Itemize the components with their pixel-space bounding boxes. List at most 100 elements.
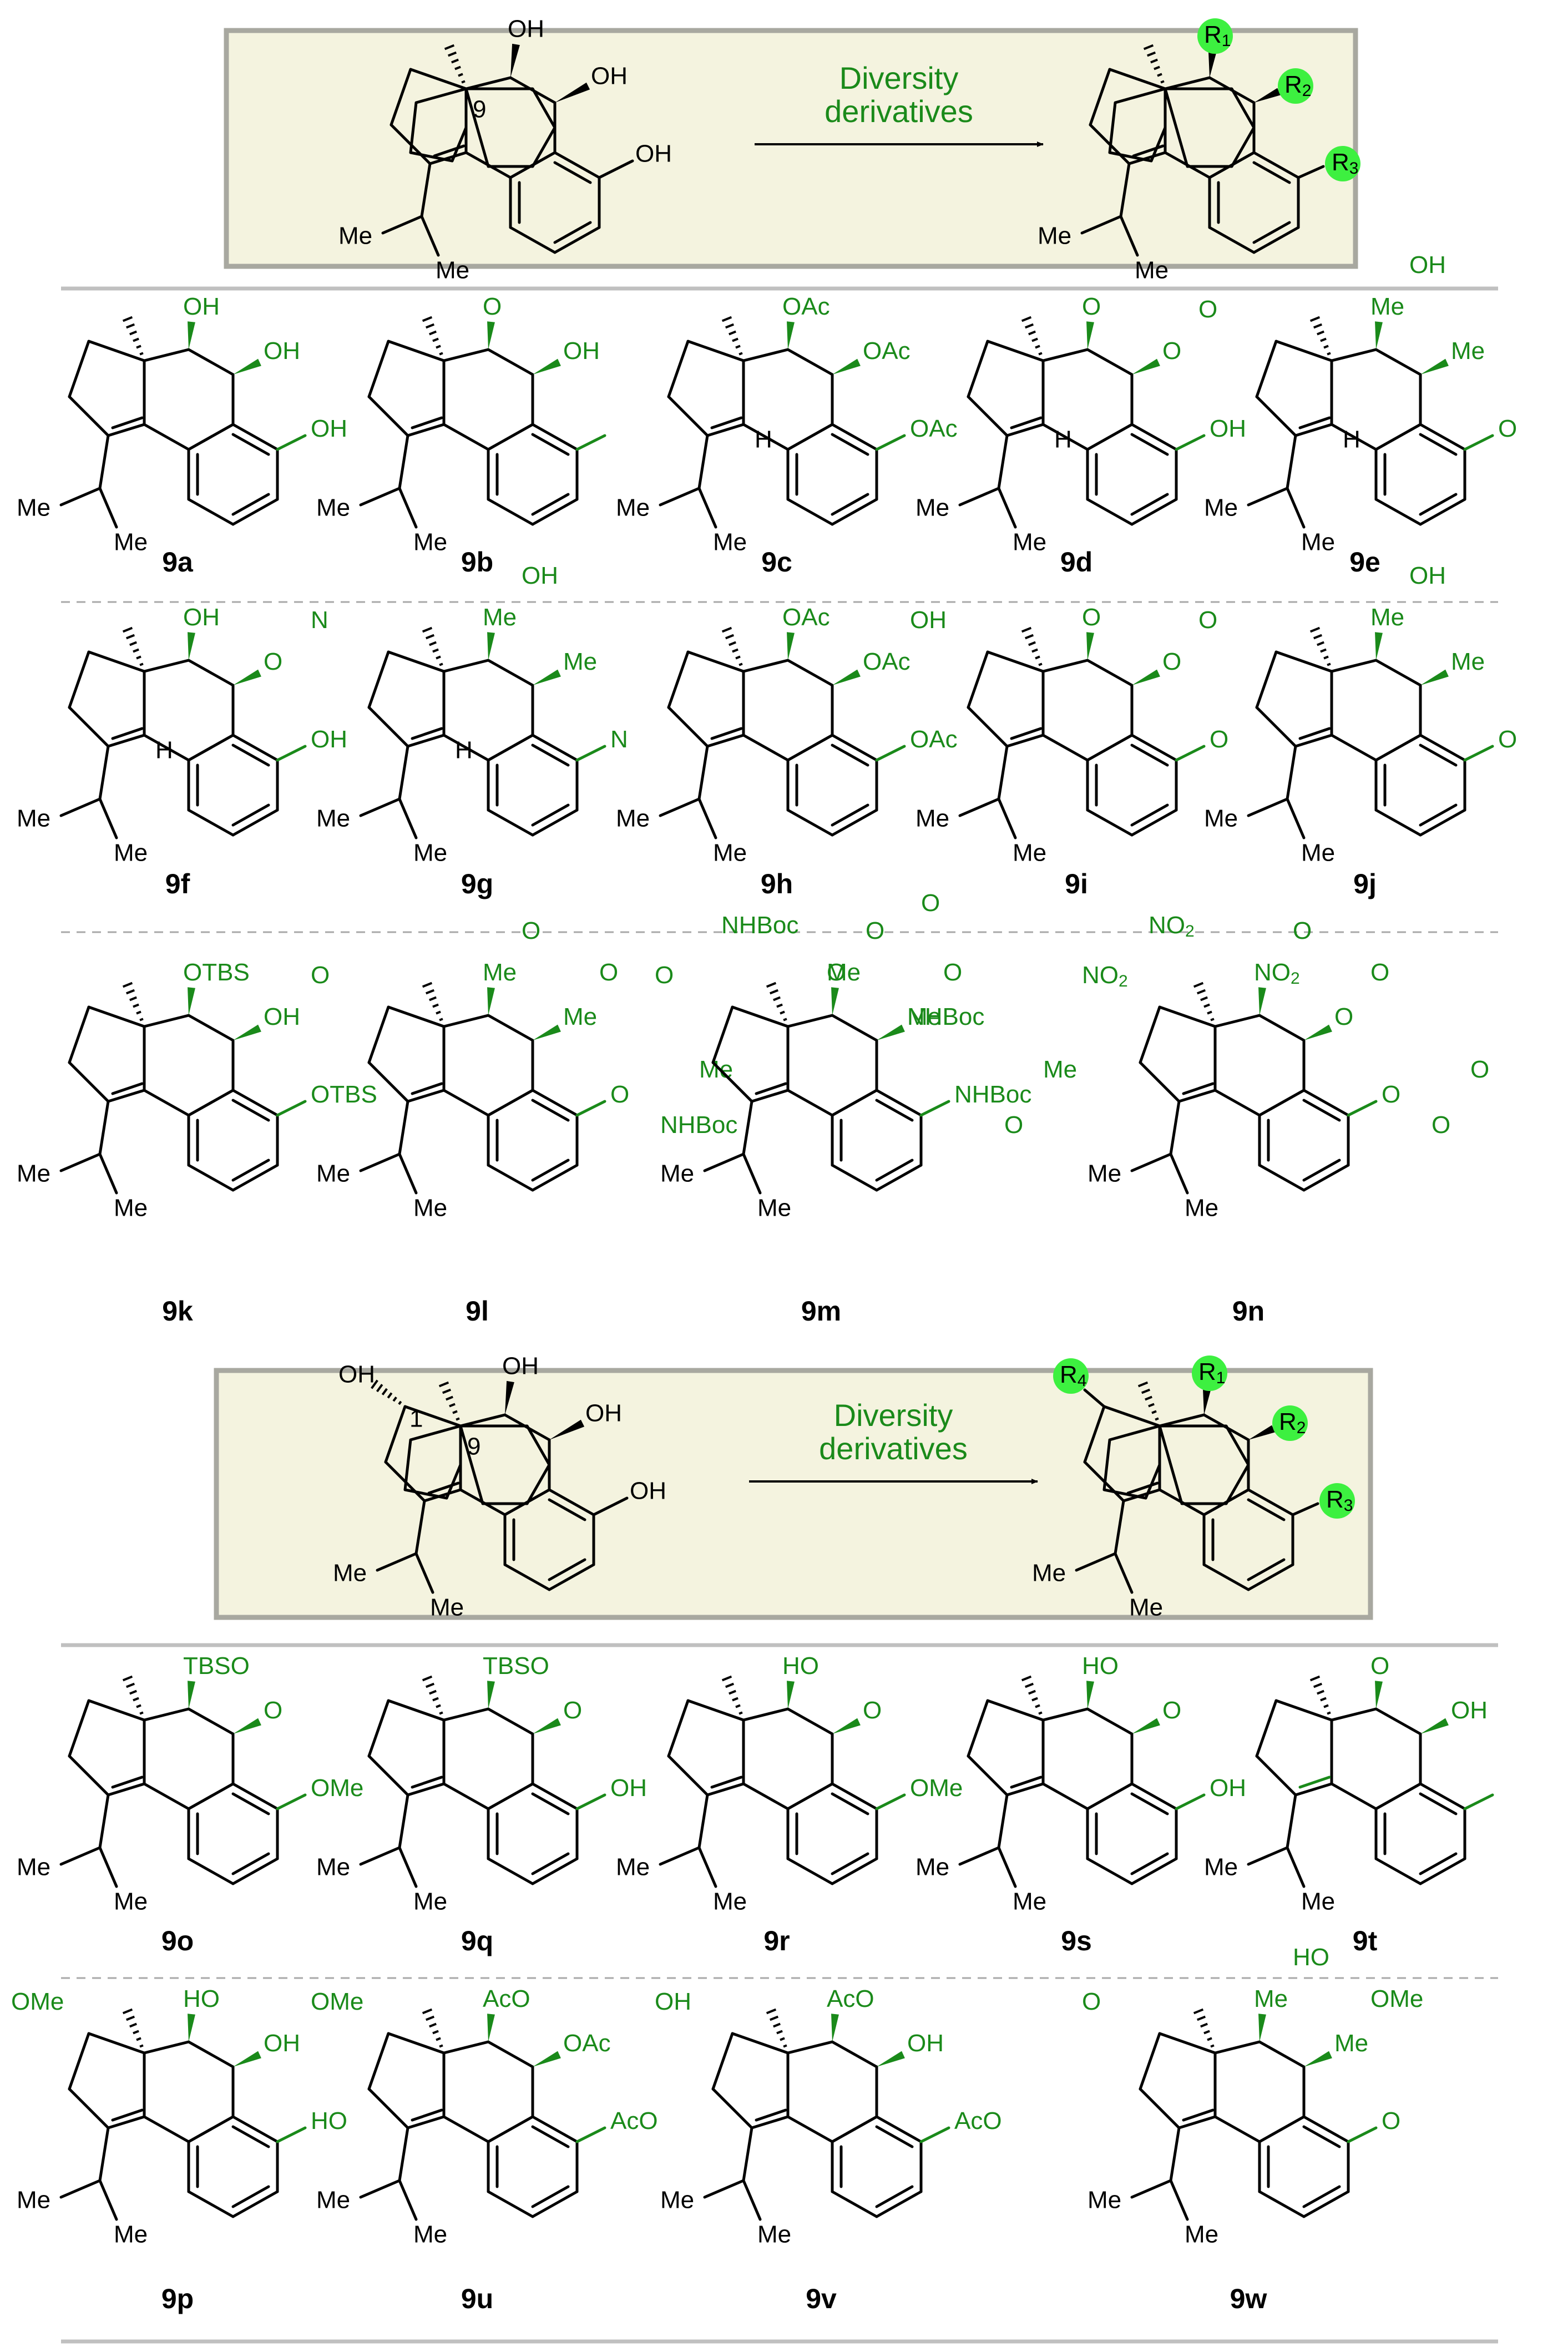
- bond-line: [1347, 2126, 1378, 2143]
- bond-line: [231, 734, 279, 762]
- substituent-label: HO: [1293, 1944, 1329, 1971]
- substituent-label: OH: [264, 337, 300, 365]
- bond-line: [87, 1699, 146, 1722]
- methyl-label: Me: [757, 2221, 791, 2248]
- bond-line: [875, 1164, 923, 1192]
- bond-line: [367, 1754, 409, 1797]
- bond-line: [1139, 2032, 1161, 2091]
- substituent-label: OH: [563, 337, 600, 365]
- bond-line: [1139, 2087, 1181, 2130]
- bond-line: [442, 2115, 490, 2143]
- substituent-bubble: [1278, 68, 1313, 104]
- substituent-label: TBSO: [483, 1652, 549, 1680]
- substituent-label: O: [655, 962, 674, 989]
- bond-line: [68, 395, 110, 437]
- bond-line: [509, 76, 557, 104]
- hashed-bond: [136, 345, 141, 349]
- methyl-label: Me: [17, 494, 50, 522]
- substituent-label: O: [1432, 1111, 1450, 1139]
- bond-line: [414, 1499, 426, 1555]
- bond-line: [68, 2032, 90, 2091]
- hashed-bond: [432, 337, 439, 342]
- compound-label: 9i: [1065, 868, 1088, 899]
- methyl-label: Me: [114, 1195, 148, 1222]
- hashed-bond: [444, 44, 455, 50]
- bond-line: [276, 1793, 307, 1810]
- bond-line: [686, 1699, 745, 1722]
- hashed-bond: [136, 1010, 141, 1015]
- bond-line: [231, 2185, 270, 2208]
- substituent-label: O: [1082, 604, 1101, 631]
- bond-line: [1182, 1082, 1215, 1095]
- bond-line: [531, 803, 570, 827]
- bond-line: [509, 226, 557, 254]
- bond-line: [276, 745, 307, 762]
- bond-line: [575, 434, 606, 451]
- wedge-bond: [1375, 321, 1383, 350]
- bond-line: [1130, 734, 1178, 762]
- bond-line: [68, 1061, 110, 1103]
- bond-line: [398, 1152, 418, 1195]
- bond-line: [1108, 68, 1167, 90]
- bond-line: [442, 1089, 490, 1117]
- bond-line: [1419, 743, 1458, 767]
- bond-line: [187, 1707, 235, 1736]
- substituent-label: O: [1082, 293, 1101, 320]
- bond-line: [411, 1082, 443, 1095]
- methyl-label: Me: [316, 2187, 350, 2214]
- hashed-bond: [454, 65, 461, 70]
- hydrogen-label: H: [455, 737, 473, 764]
- bond-line: [1252, 151, 1300, 179]
- bond-line: [59, 797, 102, 817]
- methyl-label: Me: [1301, 839, 1335, 867]
- bond-line: [187, 2040, 235, 2068]
- bond-line: [1347, 1100, 1378, 1117]
- bond-line: [531, 734, 579, 762]
- methyl-label: Me: [660, 1160, 694, 1187]
- bond-line: [742, 1782, 790, 1810]
- bond-line: [367, 340, 390, 398]
- bond-line: [384, 1460, 426, 1503]
- bond-line: [487, 498, 534, 526]
- substituent-label: OH: [311, 415, 347, 442]
- substituent-label: HO: [782, 1652, 819, 1680]
- bond-line: [997, 487, 1017, 529]
- hashed-bond: [133, 337, 139, 342]
- substituent-label: O: [1162, 1697, 1181, 1724]
- hydroxyl-label: OH: [591, 63, 628, 90]
- hashed-bond: [766, 2008, 777, 2015]
- bond-line: [1041, 1707, 1089, 1722]
- methyl-label: Me: [1088, 2187, 1121, 2214]
- substituent-label: O: [1293, 917, 1312, 944]
- bond-line: [531, 498, 579, 526]
- bond-line: [398, 434, 409, 490]
- bond-line: [68, 706, 110, 748]
- bond-line: [531, 743, 570, 767]
- bond-line: [1463, 434, 1494, 451]
- wedge-bond: [1132, 358, 1160, 375]
- methyl-label: Me: [915, 1854, 949, 1881]
- bond-line: [986, 340, 1045, 362]
- substituent-label: Me: [563, 648, 597, 675]
- bond-line: [442, 348, 490, 362]
- hashed-bond: [122, 1675, 133, 1682]
- substituent-label: O: [1082, 1988, 1101, 2015]
- hashed-bond: [392, 1396, 397, 1402]
- compound-label: 9j: [1353, 868, 1377, 899]
- bond-line: [1302, 2185, 1341, 2208]
- hashed-bond: [139, 2044, 144, 2048]
- hashed-bond: [739, 662, 743, 666]
- bond-line: [831, 1782, 878, 1810]
- hashed-bond: [449, 1403, 456, 1408]
- bond-line: [575, 1100, 606, 1117]
- hashed-bond: [429, 1690, 437, 1695]
- hashed-bond: [432, 1003, 439, 1008]
- bond-line: [786, 423, 834, 451]
- bond-line: [711, 2087, 753, 2130]
- methyl-label: Me: [757, 1195, 791, 1222]
- wedge-bond: [832, 1718, 861, 1734]
- bond-line: [831, 803, 869, 827]
